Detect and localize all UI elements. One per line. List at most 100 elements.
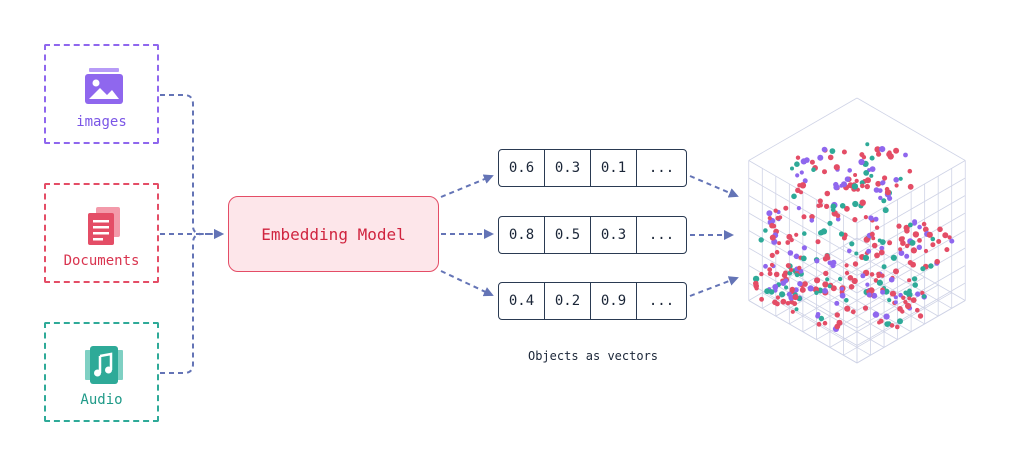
music-note-icon xyxy=(85,346,123,384)
vector-point xyxy=(947,235,952,240)
vector-point xyxy=(759,296,764,302)
vector-point xyxy=(898,236,905,243)
vector-point xyxy=(893,300,898,305)
vector-point xyxy=(854,251,859,256)
vector-point xyxy=(767,267,773,272)
vector-point xyxy=(865,177,871,184)
vector-point xyxy=(825,277,830,282)
vector-point xyxy=(893,295,898,300)
vector-point xyxy=(944,247,950,253)
vector-point xyxy=(773,208,778,213)
vector-point xyxy=(792,294,799,301)
vector-point xyxy=(873,216,879,222)
vector-point xyxy=(844,176,851,182)
vector-point xyxy=(907,288,912,294)
vector-point xyxy=(898,250,905,256)
connector-images xyxy=(160,94,224,239)
vector-point xyxy=(865,282,870,287)
vector-point xyxy=(763,228,768,233)
vector-point xyxy=(779,291,786,298)
vector-point xyxy=(814,290,819,295)
vector-cell: 0.9 xyxy=(591,283,637,319)
vector-point xyxy=(853,173,858,177)
vector-point xyxy=(901,295,906,300)
vector-point xyxy=(833,164,840,171)
vector-point xyxy=(844,270,850,276)
vector-point xyxy=(916,244,922,250)
vector-point xyxy=(758,237,764,243)
vector-point xyxy=(785,301,791,306)
vector-point xyxy=(880,289,886,295)
vector-space-points xyxy=(752,142,955,332)
vector-point xyxy=(910,247,918,254)
vector-point xyxy=(766,210,773,217)
vector-point xyxy=(818,203,823,208)
vector-point xyxy=(871,236,876,241)
vector-point xyxy=(878,249,885,256)
vector-cell: ... xyxy=(648,293,675,309)
vector-point xyxy=(835,213,841,219)
vector-point xyxy=(910,297,917,303)
vector-point xyxy=(821,146,828,153)
vector-point xyxy=(889,323,895,328)
vector-point xyxy=(887,195,893,201)
vector-point xyxy=(879,245,885,251)
vector-point xyxy=(817,198,823,204)
vector-point xyxy=(847,275,854,281)
vector-point xyxy=(876,279,884,286)
vector-point xyxy=(772,299,778,306)
vector-point xyxy=(880,273,885,278)
vector-point xyxy=(763,263,768,269)
vector-point xyxy=(903,224,910,231)
vector-point xyxy=(800,255,807,262)
vector-point xyxy=(930,236,936,242)
vector-row: 0.8 0.5 0.3 ... xyxy=(498,216,687,254)
vector-point xyxy=(784,285,789,290)
arrow-to-vector-0 xyxy=(440,174,494,198)
vector-point xyxy=(934,258,940,265)
vector-point xyxy=(817,154,824,161)
vector-point xyxy=(893,268,899,275)
vector-point xyxy=(797,265,802,271)
vector-point xyxy=(869,166,876,173)
vector-point xyxy=(949,238,955,244)
vector-point xyxy=(917,224,922,230)
vector-point xyxy=(883,313,890,320)
vector-point xyxy=(834,300,840,306)
vector-point xyxy=(787,250,794,256)
vector-point xyxy=(833,181,839,188)
source-documents-label: Documents xyxy=(63,253,140,269)
vector-point xyxy=(752,275,760,283)
vector-point xyxy=(860,183,865,189)
vector-cell: 0.1 xyxy=(591,150,637,186)
vector-point xyxy=(816,321,822,327)
vector-point xyxy=(912,231,920,238)
vector-point xyxy=(878,195,883,201)
vector-point xyxy=(850,309,856,315)
vector-point xyxy=(830,203,837,210)
vector-point xyxy=(809,159,815,165)
vector-point xyxy=(822,288,828,294)
vector-point xyxy=(759,271,764,277)
vector-point xyxy=(841,149,847,155)
vector-point xyxy=(783,278,789,284)
vector-point xyxy=(871,242,878,249)
vector-point xyxy=(767,216,772,221)
vector-point xyxy=(809,214,815,220)
source-audio-label: Audio xyxy=(80,392,123,408)
vector-point xyxy=(868,215,874,221)
vector-point xyxy=(907,296,912,301)
vector-point xyxy=(852,200,859,208)
vector-point xyxy=(824,203,830,209)
vector-point xyxy=(814,277,821,284)
source-documents: Documents xyxy=(44,183,159,283)
vector-point xyxy=(874,225,880,230)
vector-point xyxy=(822,281,829,288)
vector-point xyxy=(900,309,905,314)
vectors-caption: Objects as vectors xyxy=(527,349,659,363)
source-images: images xyxy=(44,44,159,144)
vector-point xyxy=(799,286,806,293)
vector-point xyxy=(915,307,920,313)
document-stack-icon xyxy=(88,207,120,245)
